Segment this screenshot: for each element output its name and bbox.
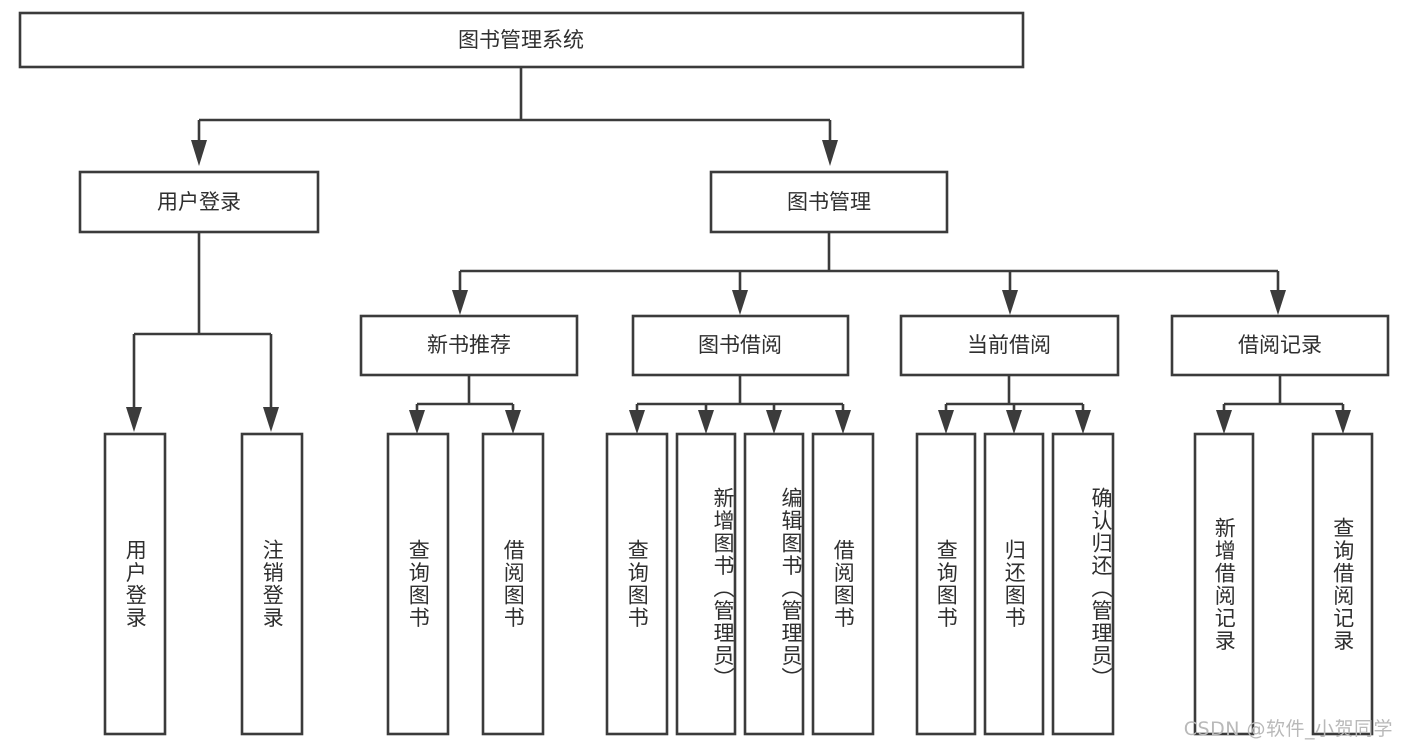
leaf-box-logout[interactable] (240, 432, 304, 736)
node-book-manage-box[interactable] (709, 170, 949, 234)
node-book-manage[interactable]: 图书管理 (709, 170, 949, 234)
node-current-borrow[interactable]: 当前借阅 (899, 314, 1120, 377)
arrow-to-new-book (452, 290, 468, 315)
leaf-box-query-book-3[interactable] (915, 432, 977, 736)
node-new-book-recommend-box[interactable] (359, 314, 579, 377)
arrow-br-leaf-1 (1216, 410, 1232, 434)
connector-current-borrow-to-leaves (938, 375, 1091, 434)
leaf-box-confirm-return-admin[interactable] (1051, 432, 1115, 736)
connector-book-borrow-to-leaves (629, 375, 851, 434)
connector-user-login-to-leaves (126, 232, 279, 432)
connector-root-to-level2 (191, 67, 838, 166)
node-root-label: 图书管理系统 (458, 28, 584, 52)
connector-book-manage-to-level3 (452, 232, 1286, 315)
leaf-box-return-book[interactable] (983, 432, 1045, 736)
connector-borrow-record-to-leaves (1216, 375, 1351, 434)
node-borrow-record[interactable]: 借阅记录 (1170, 314, 1390, 377)
node-book-manage-label: 图书管理 (787, 190, 871, 214)
arrow-nb-leaf-1 (409, 410, 425, 434)
arrow-to-current-borrow (1002, 290, 1018, 315)
node-current-borrow-box[interactable] (899, 314, 1120, 377)
watermark-text: CSDN @软件_小贺同学 (1183, 718, 1393, 740)
arrow-ul-leaf-1 (126, 407, 142, 432)
arrow-bb-leaf-1 (629, 410, 645, 434)
arrow-cb-leaf-1 (938, 410, 954, 434)
node-root-box[interactable] (18, 11, 1025, 69)
arrow-bb-leaf-3 (766, 410, 782, 434)
leaf-box-borrow-book-1[interactable] (481, 432, 545, 736)
arrow-cb-leaf-2 (1006, 410, 1022, 434)
arrow-bb-leaf-4 (835, 410, 851, 434)
leaf-box-user-login[interactable] (103, 432, 167, 736)
arrow-cb-leaf-3 (1075, 410, 1091, 434)
node-root[interactable]: 图书管理系统 (18, 11, 1025, 69)
arrow-br-leaf-2 (1335, 410, 1351, 434)
leaf-box-edit-book-admin[interactable] (743, 432, 805, 736)
connector-new-book-to-leaves (409, 375, 521, 434)
node-user-login-label: 用户登录 (157, 190, 241, 214)
node-current-borrow-label: 当前借阅 (967, 333, 1051, 357)
node-borrow-record-box[interactable] (1170, 314, 1390, 377)
leaf-box-query-borrow-record[interactable] (1311, 432, 1374, 736)
node-new-book-recommend[interactable]: 新书推荐 (359, 314, 579, 377)
leaf-box-add-book-admin[interactable] (675, 432, 737, 736)
leaf-box-borrow-book-2[interactable] (811, 432, 875, 736)
arrow-to-user-login (191, 140, 207, 166)
leaf-box-add-borrow-record[interactable] (1193, 432, 1255, 736)
leaf-box-query-book-2[interactable] (605, 432, 669, 736)
node-borrow-record-label: 借阅记录 (1238, 333, 1322, 357)
arrow-nb-leaf-2 (505, 410, 521, 434)
arrow-ul-leaf-2 (263, 407, 279, 432)
node-book-borrow-box[interactable] (631, 314, 850, 377)
arrow-bb-leaf-2 (698, 410, 714, 434)
node-book-borrow[interactable]: 图书借阅 (631, 314, 850, 377)
arrow-to-book-borrow (732, 290, 748, 315)
node-book-borrow-label: 图书借阅 (698, 333, 782, 357)
leaf-box-query-book-1[interactable] (386, 432, 450, 736)
node-new-book-recommend-label: 新书推荐 (427, 333, 511, 357)
node-user-login[interactable]: 用户登录 (78, 170, 320, 234)
arrow-to-book-manage (822, 140, 838, 166)
arrow-to-borrow-record (1270, 290, 1286, 315)
